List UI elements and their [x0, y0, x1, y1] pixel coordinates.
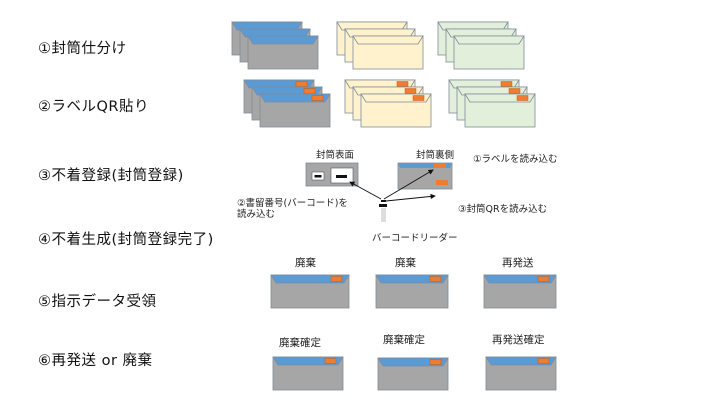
result-1: 廃棄確定	[279, 337, 321, 349]
qr-label-icon	[412, 95, 425, 101]
qr-label-icon	[330, 276, 343, 282]
qr-label-icon	[311, 95, 324, 101]
instruction-3: 再発送	[502, 257, 534, 269]
qr-label-icon	[537, 358, 550, 364]
qr-label-icon	[429, 359, 442, 365]
qr-label-icon	[324, 358, 337, 364]
qr-label-icon	[516, 95, 529, 101]
step-5-label: ⑤指示データ受領	[38, 294, 157, 310]
qr-label-icon	[429, 276, 442, 282]
note-read-qr: ③封筒QRを読み込む	[458, 204, 548, 215]
instruction-1: 廃棄	[295, 257, 316, 269]
step-2-label: ②ラベルQR貼り	[38, 99, 149, 115]
qr-label-icon	[303, 88, 316, 94]
arrow-to-barcode	[349, 181, 382, 200]
front-label: 封筒表面	[316, 150, 355, 161]
instruction-2: 廃棄	[395, 257, 416, 269]
instruction-envelope-flap	[270, 274, 350, 284]
step-4-label: ④不着生成(封筒登録完了)	[38, 232, 214, 248]
barcode-reader-icon	[379, 204, 387, 207]
barcode-reader-label: バーコードリーダー	[372, 233, 458, 244]
qr-label-icon	[396, 81, 409, 87]
green-envelope-stack-flap	[453, 35, 525, 45]
qr-label-icon	[295, 81, 308, 87]
qr-label-icon	[434, 163, 446, 168]
back-label: 封筒裏側	[416, 150, 455, 161]
step-3-label: ③不着登録(封筒登録)	[38, 168, 184, 184]
qr-label-icon	[404, 88, 417, 94]
barcode-icon	[314, 175, 322, 178]
note-read-barcode-1: ②書留番号(バーコード)を	[237, 198, 348, 209]
note-read-label: ①ラベルを読み込む	[473, 154, 558, 165]
gray-envelope-stack-flap	[247, 35, 319, 45]
step-6-label: ⑥再発送 or 廃棄	[38, 353, 153, 369]
barcode-reader-head	[381, 200, 386, 202]
barcode-icon	[336, 175, 347, 178]
result-2: 廃棄確定	[383, 334, 425, 346]
envelope-qr-icon	[436, 180, 448, 185]
qr-label-icon	[500, 81, 513, 87]
note-read-barcode-2: 読み込む	[237, 209, 276, 220]
step-1-label: ①封筒仕分け	[38, 41, 127, 57]
qr-label-icon	[508, 88, 521, 94]
arrow-to-label	[383, 169, 434, 200]
result-3: 再発送確定	[492, 334, 545, 346]
qr-label-icon	[537, 276, 550, 282]
arrow-to-qr	[385, 193, 436, 202]
barcode-reader-handle	[381, 208, 386, 222]
cream-envelope-stack-flap	[352, 35, 424, 45]
